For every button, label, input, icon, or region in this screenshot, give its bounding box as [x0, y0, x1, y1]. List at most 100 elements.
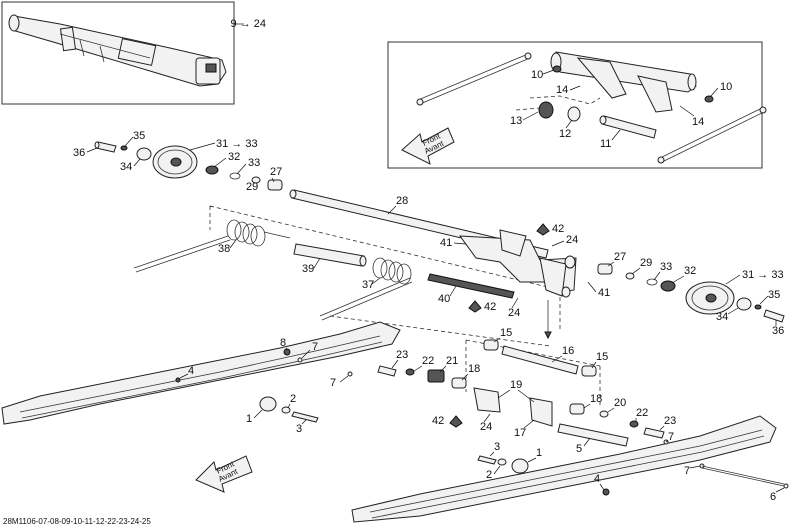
part-32-right	[660, 280, 676, 292]
bracket-assembly	[458, 229, 577, 298]
label-41b: 41	[598, 287, 610, 299]
label-14a: 14	[556, 84, 568, 96]
part-4a	[175, 377, 181, 383]
front-arrow-top: Front Avant	[401, 127, 455, 165]
label-41a: 41	[440, 237, 452, 249]
roller-1b	[511, 458, 529, 474]
inset-frame-left	[1, 1, 235, 105]
spring-37	[319, 257, 413, 321]
block-21	[427, 369, 445, 383]
label-32a: 32	[228, 151, 240, 163]
label-40: 40	[438, 293, 450, 305]
label-4a: 4	[188, 365, 194, 377]
inset-frame-right	[387, 41, 763, 169]
label-7d: 7	[684, 465, 690, 477]
inset-rear-arm: 10 10 14 14 13 12 11 Front Avant	[387, 41, 767, 169]
footer-code: 28M1106-07-08-09-10-11-12-22-23-24-25	[3, 517, 151, 526]
label-36b: 36	[772, 325, 784, 337]
label-12: 12	[559, 128, 571, 140]
front-arm-assembly	[8, 14, 227, 87]
label-1b: 1	[536, 447, 542, 459]
bracket-19a	[473, 387, 501, 413]
label-29b: 29	[640, 257, 652, 269]
label-32b: 32	[684, 265, 696, 277]
label-22a: 22	[422, 355, 434, 367]
label-6: 6	[770, 491, 776, 503]
label-39: 39	[302, 263, 314, 275]
bracket-17	[529, 397, 553, 427]
label-33a: 33	[248, 157, 260, 169]
label-35b: 35	[768, 289, 780, 301]
label-1a: 1	[246, 413, 252, 425]
label-17: 17	[514, 427, 526, 439]
label-27a: 27	[270, 166, 282, 178]
bolt-23a	[377, 365, 397, 377]
label-36a: 36	[73, 147, 85, 159]
bolt-23b	[643, 427, 665, 439]
part-34-left	[136, 147, 152, 161]
label-15a: 15	[500, 327, 512, 339]
shaft-5	[557, 423, 629, 447]
lower-mid-section: 15 16 15 23 22 21 18 19 42 24 17	[377, 327, 676, 455]
rear-arm-body	[551, 51, 697, 93]
rod-right	[659, 107, 763, 159]
label-16: 16	[562, 345, 574, 357]
label-18a: 18	[468, 363, 480, 375]
shaft-16	[501, 345, 579, 375]
label-15b: 15	[596, 351, 608, 363]
part-15a	[483, 339, 499, 351]
part-33-right	[646, 278, 658, 286]
washer-22a	[405, 368, 415, 376]
ref-9-24: 9 → 24	[231, 18, 266, 30]
label-14b: 14	[692, 116, 704, 128]
label-2a: 2	[290, 393, 296, 405]
label-38: 38	[218, 243, 230, 255]
label-2b: 2	[486, 469, 492, 481]
bushing-18b	[569, 403, 585, 415]
spring-38	[133, 219, 291, 273]
label-22b: 22	[636, 407, 648, 419]
rod-left	[417, 53, 529, 101]
label-3a: 3	[296, 423, 302, 435]
label-42a: 42	[552, 223, 564, 235]
label-19: 19	[510, 379, 522, 391]
washer-20	[599, 410, 609, 418]
label-23a: 23	[396, 349, 408, 361]
part-27-right	[597, 263, 613, 275]
label-24c: 24	[480, 421, 492, 433]
middle-section: 28 38 39 37	[133, 189, 610, 347]
label-27b: 27	[614, 251, 626, 263]
part-33-left	[229, 172, 241, 180]
label-29a: 29	[246, 181, 258, 193]
label-18b: 18	[590, 393, 602, 405]
left-slide-rail: 8 7 4 7 1 2 3	[1, 321, 401, 435]
label-5: 5	[576, 443, 582, 455]
label-7b: 7	[330, 377, 336, 389]
part-11	[601, 115, 657, 139]
slider-40	[427, 273, 515, 299]
part-6	[783, 483, 789, 489]
label-34a: 34	[120, 161, 132, 173]
ref-31-33-left: 31 → 33	[216, 138, 258, 150]
nut-42a	[536, 223, 550, 236]
part-13	[538, 101, 554, 119]
label-33b: 33	[660, 261, 672, 273]
part-29-right	[625, 272, 635, 280]
inset-front-arm: 9 → 24	[1, 1, 266, 105]
bushing-18a	[451, 377, 467, 389]
label-10b: 10	[720, 81, 732, 93]
nut-42c	[449, 415, 463, 428]
part-4b	[602, 488, 610, 496]
part-7b	[347, 371, 353, 377]
label-24a: 24	[566, 234, 578, 246]
washer-22b	[629, 420, 639, 428]
right-slide-rail: 1 3 2 4 7 7 6	[351, 415, 789, 523]
label-13: 13	[510, 115, 522, 127]
label-42b: 42	[484, 301, 496, 313]
label-3b: 3	[494, 441, 500, 453]
part-8	[283, 348, 291, 356]
part-29-left	[251, 176, 261, 184]
washer-2a	[281, 406, 291, 414]
label-21: 21	[446, 355, 458, 367]
